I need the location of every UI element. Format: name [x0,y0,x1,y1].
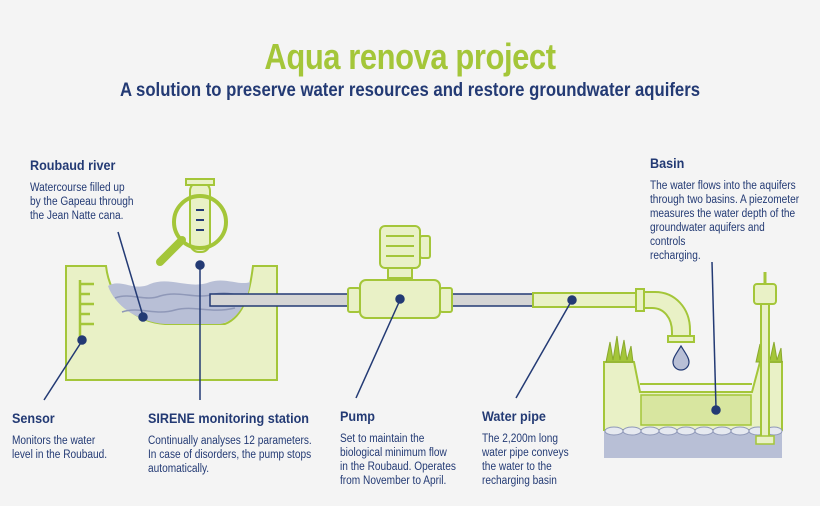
description-line: measures the water depth of the [650,208,796,220]
description-line: recharging. [650,250,701,262]
river-wave [121,307,236,313]
pump [347,225,453,319]
description-line: the water to the [482,461,552,473]
description-line: biological minimum flow [340,447,447,459]
leader-pump [355,299,401,399]
description-line: Watercourse filled up [30,182,125,194]
description-line: groundwater aquifers and controls [650,222,765,248]
test-tube-cap [185,178,215,186]
pump-flange-left [347,287,361,313]
water-pipe-description: The 2,200m long water pipe conveys the w… [482,432,569,488]
roubaud-description: Watercourse filled up by the Gapeau thro… [30,181,134,223]
pump-label: Pump [340,408,376,424]
roubaud-label: Roubaud river [30,157,116,173]
sirene-description: Continually analyses 12 parameters. In c… [148,434,312,476]
basin-label: Basin [650,155,685,171]
leader-lines [43,231,721,415]
description-line: the Jean Natte cana. [30,210,124,222]
pipe-flange [667,335,695,343]
sensor-description: Monitors the water level in the Roubaud. [12,434,107,462]
description-line: through two basins. A piezometer [650,194,800,206]
leader-pipe [515,299,573,399]
water-drop [672,344,690,371]
description-line: Monitors the water [12,435,96,447]
description-line: in the Roubaud. Operates [340,461,456,473]
sirene-station [156,178,228,266]
pipe-flange [635,288,645,312]
description-line: from November to April. [340,475,447,487]
sensor-gauge [78,280,94,340]
water-pipe-label: Water pipe [482,408,546,424]
gravel [604,426,783,436]
description-line: In case of disorders, the pump stops [148,449,312,461]
magnifier-handle [156,236,186,266]
piezometer-base [755,435,775,445]
description-line: The water flows into the aquifers [650,180,796,192]
leader-basin [711,261,717,409]
pump-flange-right [439,287,453,313]
description-line: water pipe conveys [482,447,569,459]
description-line: recharging basin [482,475,557,487]
description-line: Set to maintain the [340,433,425,445]
grass-left [605,335,634,363]
description-line: Continually analyses 12 parameters. [148,435,312,447]
piezometer [760,297,770,439]
pump-coupling [387,267,413,279]
magnifier-lens [172,194,228,250]
test-tube [189,181,211,253]
leader-roubaud [117,231,144,317]
recharging-basin [603,272,783,458]
page-subtitle: A solution to preserve water resources a… [119,80,701,101]
basin-water [640,394,752,426]
description-line: by the Gapeau through [30,196,134,208]
description-line: automatically. [148,463,210,475]
description-line: The 2,200m long [482,433,558,445]
river-channel [65,265,278,381]
sensor-label: Sensor [12,410,55,426]
intake-pipe [209,293,351,307]
page-title: Aqua renova project [264,36,556,77]
pipe-elbow [639,291,691,341]
piezometer-head [753,283,777,305]
water-pipe [532,292,644,308]
sirene-label: SIRENE monitoring station [148,410,310,426]
outlet-pipe [439,293,536,307]
pump-motor-cap [419,235,431,259]
leader-sensor [43,340,83,401]
pump-description: Set to maintain the biological minimum f… [340,432,456,488]
basin-description: The water flows into the aquifers throug… [650,179,800,263]
description-line: level in the Roubaud. [12,449,108,461]
